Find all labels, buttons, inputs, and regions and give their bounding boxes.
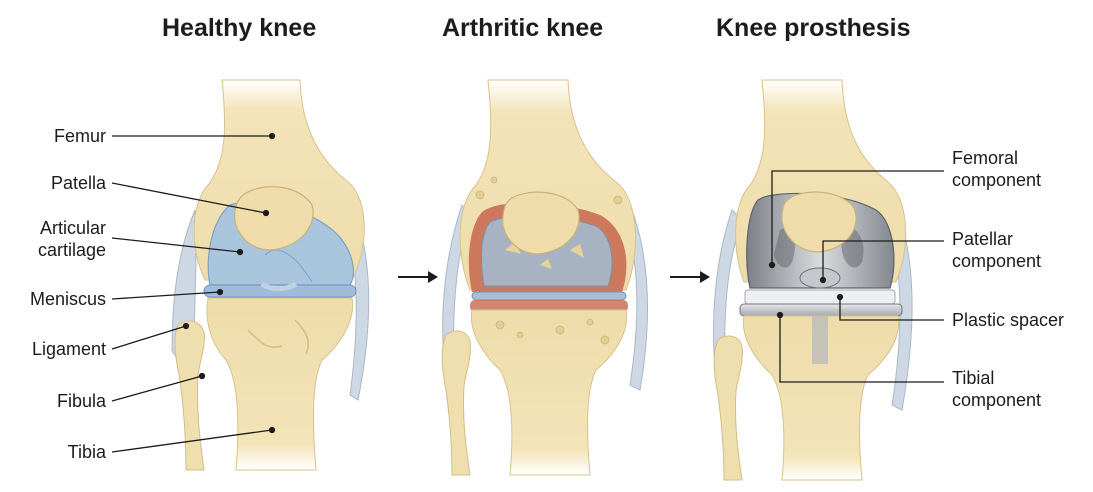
title-arthritic-knee: Arthritic knee: [442, 14, 603, 43]
label-articular-cartilage-line2: cartilage: [10, 239, 106, 261]
healthy-fibula-bone: [175, 321, 204, 470]
label-tibial-component-line1: Tibial: [952, 367, 1041, 389]
label-meniscus: Meniscus: [10, 288, 106, 310]
arthritic-fibula-bone: [442, 331, 470, 475]
label-patellar-component-line1: Patellar: [952, 228, 1041, 250]
prosthesis-tibial-tray: [740, 304, 902, 316]
label-tibial-component: Tibial component: [952, 367, 1041, 411]
prosthesis-patellar-component: [800, 268, 840, 288]
label-plastic-spacer: Plastic spacer: [952, 309, 1064, 331]
label-tibia: Tibia: [10, 441, 106, 463]
prosthesis-knee-illustration: [714, 80, 912, 480]
label-tibial-component-line2: component: [952, 389, 1041, 411]
title-healthy-knee: Healthy knee: [162, 14, 316, 43]
prosthesis-fibula-bone: [714, 336, 742, 480]
label-patellar-component: Patellar component: [952, 228, 1041, 272]
title-knee-prosthesis: Knee prosthesis: [716, 14, 911, 43]
label-patellar-component-line2: component: [952, 250, 1041, 272]
arrow-arthritic-to-prosthesis: [670, 271, 710, 283]
label-femoral-component: Femoral component: [952, 147, 1041, 191]
label-patella: Patella: [10, 172, 106, 194]
label-femoral-component-line1: Femoral: [952, 147, 1041, 169]
healthy-tibia-bone: [207, 298, 353, 470]
prosthesis-plastic-spacer: [745, 290, 895, 304]
label-articular-cartilage-line1: Articular: [10, 217, 106, 239]
label-femur: Femur: [10, 125, 106, 147]
label-fibula: Fibula: [10, 390, 106, 412]
arthritic-tibia-bone: [471, 310, 626, 475]
arthritic-knee-illustration: [442, 80, 647, 475]
label-femoral-component-line2: component: [952, 169, 1041, 191]
arrow-healthy-to-arthritic: [398, 271, 438, 283]
label-articular-cartilage: Articular cartilage: [10, 217, 106, 261]
label-ligament: Ligament: [10, 338, 106, 360]
